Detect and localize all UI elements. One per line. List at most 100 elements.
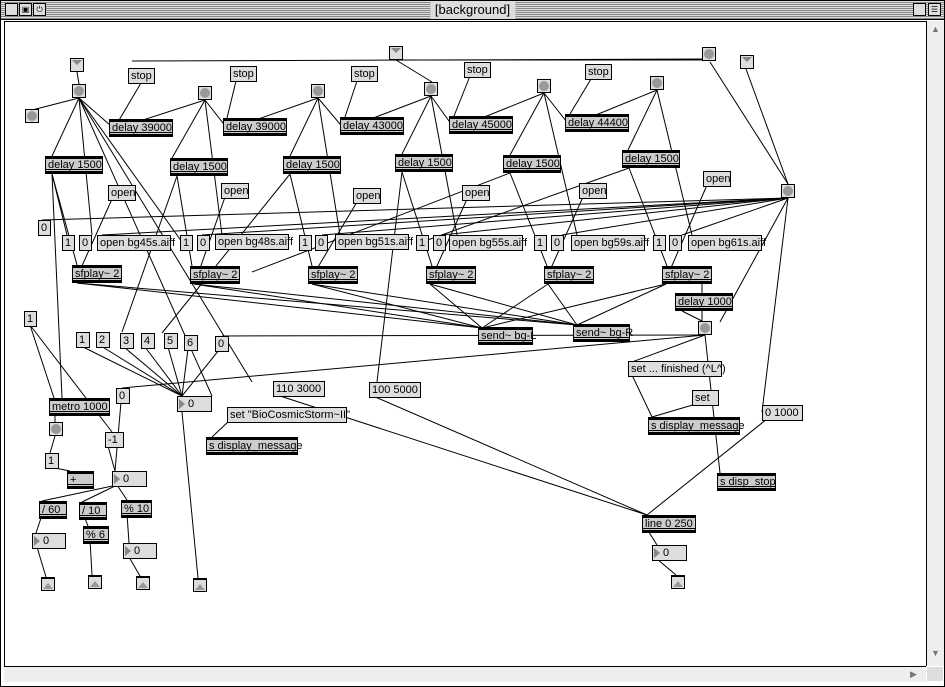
output-button-u3[interactable] [136, 576, 150, 590]
number-box-numacc[interactable]: 0 [112, 471, 147, 487]
message-box-opd[interactable]: open [462, 185, 490, 201]
patch-cord[interactable] [761, 197, 789, 413]
object-box-d43[interactable]: delay 43000 [340, 117, 404, 135]
patch-cord[interactable] [666, 184, 708, 278]
object-box-d15f[interactable]: delay 1500 [622, 150, 680, 168]
patch-cord[interactable] [481, 283, 549, 329]
message-box-opb[interactable]: open [221, 183, 249, 199]
patch-cord[interactable] [100, 345, 183, 397]
message-box-stop5[interactable]: stop [585, 64, 612, 80]
patch-cord[interactable] [321, 197, 789, 236]
message-box-fa[interactable]: open bg45s.aiff [97, 235, 175, 251]
message-box-opf[interactable]: open [703, 171, 731, 187]
message-box-o1d[interactable]: 1 [416, 235, 429, 251]
resize-grip-icon[interactable] [927, 667, 943, 681]
message-box-n2[interactable]: 2 [96, 332, 110, 348]
patch-cord[interactable] [76, 282, 483, 329]
message-box-n6[interactable]: 6 [184, 335, 198, 351]
patch-cord[interactable] [193, 283, 578, 326]
close-box-icon[interactable] [5, 3, 18, 16]
patch-cord[interactable] [181, 349, 220, 397]
message-box-opa[interactable]: open [108, 185, 136, 201]
patch-cord[interactable] [651, 403, 697, 418]
patch-cord[interactable] [546, 196, 584, 278]
message-box-opc[interactable]: open [353, 188, 381, 204]
message-box-o1e[interactable]: 1 [534, 235, 547, 251]
object-box-sendL[interactable]: send~ bg-L [478, 327, 536, 345]
horizontal-scrollbar[interactable]: ▶ [4, 666, 926, 682]
output-button-u5[interactable] [671, 575, 685, 589]
patch-cord[interactable] [51, 97, 80, 157]
patch-cord[interactable] [51, 173, 68, 236]
patch-cord[interactable] [569, 78, 592, 115]
scroll-right-icon[interactable]: ▶ [910, 669, 917, 679]
bang-button-b8[interactable] [702, 47, 716, 61]
object-box-div10[interactable]: / 10 [79, 502, 107, 520]
zoom-box-icon[interactable] [913, 3, 926, 16]
object-box-sdispstop[interactable]: s disp_stop [717, 473, 776, 491]
patch-cord[interactable] [646, 418, 768, 516]
object-box-sdm1[interactable]: s display_message [206, 437, 303, 455]
message-box-z1f[interactable]: 0 [669, 235, 682, 251]
object-box-sfb[interactable]: sfplay~ 2 [190, 266, 240, 284]
object-box-d45[interactable]: delay 45000 [449, 116, 513, 134]
patch-cord[interactable] [121, 175, 178, 333]
message-box-m01000[interactable]: 0 1000 [762, 405, 803, 421]
patch-cord[interactable] [681, 310, 703, 322]
patch-cord[interactable] [171, 99, 206, 159]
bang-button-b2[interactable] [25, 109, 39, 123]
patch-cord[interactable] [81, 484, 118, 503]
toggle-t1[interactable] [70, 58, 84, 72]
bang-button-b1[interactable] [72, 84, 86, 98]
patch-cord[interactable] [161, 173, 291, 334]
patch-cord[interactable] [453, 75, 471, 117]
object-box-d15c[interactable]: delay 1500 [283, 156, 341, 174]
number-box-numsel[interactable]: 0 [177, 396, 212, 412]
toggle-t2[interactable] [389, 46, 403, 60]
scroll-down-icon[interactable]: ▼ [931, 648, 940, 658]
message-box-fe[interactable]: open bg59s.aiff [571, 235, 649, 251]
patch-cord[interactable] [681, 197, 789, 236]
message-box-m1103[interactable]: 110 3000 [273, 381, 325, 397]
patch-cord[interactable] [226, 80, 237, 119]
message-box-ff[interactable]: open bg61s.aiff [688, 235, 766, 251]
object-box-d444[interactable]: delay 44400 [565, 114, 629, 132]
patch-cord[interactable] [481, 283, 667, 329]
patch-cord[interactable] [51, 173, 63, 399]
patch-cord[interactable] [509, 92, 545, 156]
patch-cord[interactable] [429, 283, 578, 326]
message-box-m0b[interactable]: 0 [116, 388, 130, 404]
bang-button-b9[interactable] [781, 184, 795, 198]
power-icon[interactable]: ⏻ [33, 3, 46, 16]
object-box-mod10[interactable]: % 10 [121, 500, 152, 518]
patch-cord[interactable] [107, 445, 116, 472]
scroll-up-icon[interactable]: ▲ [931, 24, 940, 34]
patch-cord[interactable] [31, 97, 80, 111]
patch-cord[interactable] [29, 324, 55, 399]
patch-cord[interactable] [196, 196, 226, 278]
patch-cord[interactable] [395, 59, 433, 83]
patch-cord[interactable] [36, 546, 47, 578]
patch-cord[interactable] [116, 484, 128, 501]
message-box-m1005[interactable]: 100 5000 [369, 382, 421, 398]
message-box-stop1[interactable]: stop [128, 68, 155, 84]
patch-cord[interactable] [429, 283, 483, 329]
patch-cord[interactable] [745, 68, 789, 185]
message-box-n0[interactable]: 0 [215, 336, 229, 352]
bang-button-b6[interactable] [537, 79, 551, 93]
lock-icon[interactable]: ▣ [19, 3, 32, 16]
message-box-mneg[interactable]: -1 [105, 432, 124, 448]
message-box-fd[interactable]: open bg55s.aiff [449, 235, 527, 251]
patch-cord[interactable] [372, 395, 648, 516]
title-bar[interactable]: ▣ ⏻ [background] ☰ [1, 1, 944, 20]
collapse-box-icon[interactable]: ☰ [928, 3, 941, 16]
message-box-stop4[interactable]: stop [464, 62, 491, 78]
message-box-setbio[interactable]: set "BioCosmicStorm~II" [227, 407, 350, 423]
patch-cord[interactable] [656, 558, 677, 576]
message-box-m1left[interactable]: 1 [24, 311, 37, 327]
patch-cord[interactable] [289, 173, 313, 267]
output-button-u2[interactable] [88, 575, 102, 589]
object-box-d15a[interactable]: delay 1500 [45, 156, 103, 174]
message-box-m1c[interactable]: 1 [45, 453, 59, 469]
message-box-n1[interactable]: 1 [76, 332, 90, 348]
